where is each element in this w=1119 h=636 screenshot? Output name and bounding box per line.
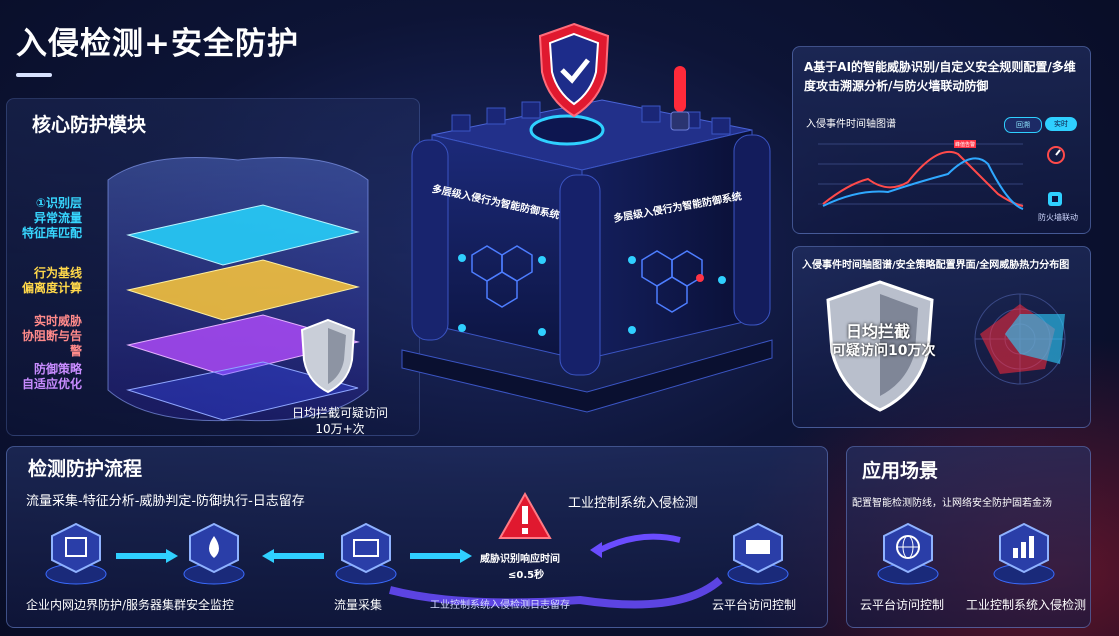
flow-heading: 检测防护流程: [28, 458, 143, 480]
title-underline: [16, 73, 52, 77]
defense-system-box: [401, 99, 773, 413]
bar-chart-icon: [993, 522, 1055, 585]
flow-node-label-1: 企业内网边界防护/服务器集群安全监控: [26, 598, 235, 612]
analytics-headline: A基于AI的智能威胁识别/自定义安全规则配置/多维度攻击溯源分析/与防火墙联动防…: [804, 60, 1076, 93]
page-title: 入侵检测+安全防护: [16, 26, 299, 62]
big-shield-text-1: 日均拦截: [846, 322, 911, 341]
loop-path: [389, 533, 723, 609]
response-time-value: ≤0.5秒: [508, 570, 545, 581]
alarm-beacon-icon: [670, 66, 690, 131]
shield-caption-2: 10万+次: [315, 422, 365, 436]
layer-label-1: ①识别层异常流量特征库匹配: [21, 196, 82, 240]
firewall-link-icon: [1048, 192, 1062, 206]
toggle-replay-button[interactable]: 回溯: [1004, 117, 1042, 133]
timeline-line-chart: [818, 140, 1024, 210]
big-shield-icon: [826, 280, 934, 412]
shield-caption-1: 日均拦截可疑访问: [291, 406, 388, 420]
boundary-node-icon: [45, 522, 107, 585]
analytics-panel: [792, 46, 1091, 234]
globe-icon: [877, 522, 939, 585]
scenario-label-2: 工业控制系统入侵检测: [966, 598, 1087, 612]
bottom-path-label: 工业控制系统入侵检测日志留存: [430, 600, 570, 611]
scenarios-subtitle: 配置智能检测防线，让网络安全防护固若金汤: [852, 498, 1052, 509]
timeline-chart-title: 入侵事件时间轴图谱: [806, 119, 896, 130]
firewall-link-label: 防火墙联动: [1038, 213, 1078, 222]
cloud-access-node-icon: [727, 522, 789, 585]
traffic-capture-node-icon: [335, 522, 397, 585]
toggle-live-button[interactable]: 实时: [1045, 117, 1077, 131]
scenario-label-1: 云平台访问控制: [860, 598, 945, 612]
flow-arrow-1: [116, 549, 178, 563]
layer-label-4: 防御策略自适应优化: [21, 362, 82, 391]
layer-purple: [126, 314, 360, 376]
radar-heatmap-chart: [974, 293, 1066, 385]
analysis-node-icon: [183, 522, 245, 585]
security-shield-icon: [538, 22, 610, 118]
gauge-icon: [1047, 146, 1065, 164]
layer-yellow: [126, 259, 360, 321]
heatmap-headline: 入侵事件时间轴图谱/安全策略配置界面/全网威胁热力分布图: [802, 260, 1070, 271]
big-shield-text-2: 可疑访问10万次: [832, 343, 936, 359]
warning-icon: [498, 492, 552, 539]
core-module-heading: 核心防护模块: [32, 114, 147, 136]
layer-label-2: 行为基线偏离度计算: [21, 266, 82, 295]
layer-base: [126, 361, 359, 421]
flow-arrow-3: [410, 549, 472, 563]
flow-arrow-2: [262, 549, 324, 563]
peak-alert-label: 峰值告警: [955, 142, 976, 148]
industrial-label: 工业控制系统入侵检测: [568, 496, 699, 511]
shield-icon: [300, 318, 356, 394]
layer-label-3: 实时威胁协阻断与告警: [21, 314, 82, 358]
flow-subtitle: 流量采集-特征分析-威胁判定-防御执行-日志留存: [26, 494, 305, 509]
flow-node-label-5: 云平台访问控制: [712, 598, 797, 612]
layer-cyan: [126, 204, 360, 266]
scenarios-heading: 应用场景: [862, 460, 939, 482]
response-time-label: 威胁识别响应时间: [480, 554, 560, 565]
flow-node-label-3: 流量采集: [334, 598, 383, 612]
